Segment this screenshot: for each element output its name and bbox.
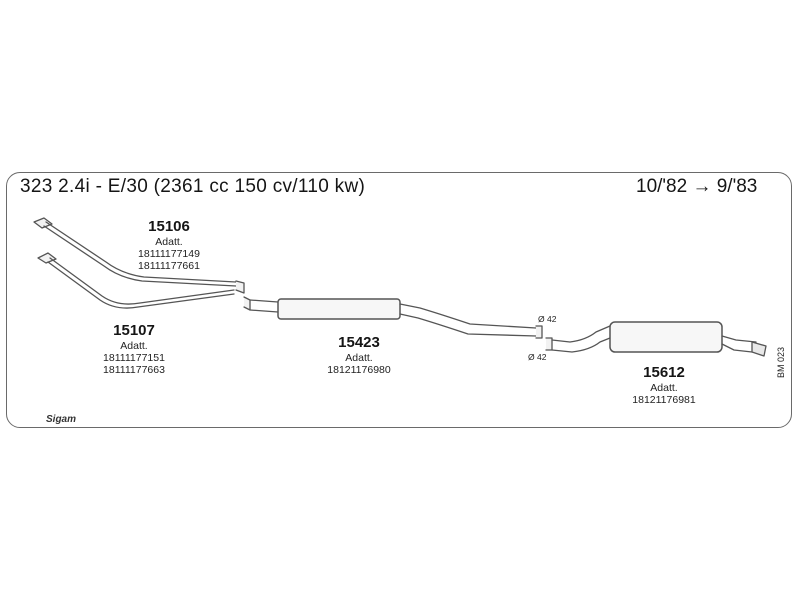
part-number: 15612: [643, 364, 685, 381]
oem-reference: 18111177151: [103, 352, 165, 364]
pipe-diameter-lower: Ø 42: [528, 352, 547, 362]
part-number: 15107: [113, 322, 155, 339]
part-15423-label: 15423 Adatt. 18121176980: [314, 334, 404, 376]
drawing-code: BM 023: [776, 346, 786, 378]
adapt-label: Adatt.: [345, 352, 373, 364]
pipe-diameter-upper: Ø 42: [538, 314, 557, 324]
oem-reference: 18111177149: [138, 248, 200, 260]
part-number: 15423: [338, 334, 380, 351]
rear-silencer-15612: [545, 321, 767, 357]
adapt-label: Adatt.: [120, 340, 148, 352]
oem-reference: 18111177661: [138, 260, 200, 272]
part-number: 15106: [148, 218, 190, 235]
oem-reference: 18111177663: [103, 364, 165, 376]
front-pipe-15106: [33, 217, 245, 294]
brand-logo: Sigam: [46, 414, 77, 425]
part-15106-label: 15106 Adatt. 18111177149 18111177661: [124, 218, 214, 272]
oem-reference: 18121176980: [327, 364, 391, 376]
oem-reference: 18121176981: [632, 394, 696, 406]
part-15107-label: 15107 Adatt. 18111177151 18111177663: [84, 322, 184, 376]
adapt-label: Adatt.: [650, 382, 678, 394]
production-years: 10/'82 → 9/'83: [636, 176, 758, 197]
vehicle-title: 323 2.4i - E/30 (2361 cc 150 cv/110 kw): [20, 176, 366, 197]
adapt-label: Adatt.: [155, 236, 183, 248]
part-15612-label: 15612 Adatt. 18121176981: [616, 364, 712, 406]
centre-silencer-15423: [243, 296, 543, 339]
front-pipe-15107: [37, 252, 235, 309]
diagram-frame: [6, 172, 792, 428]
